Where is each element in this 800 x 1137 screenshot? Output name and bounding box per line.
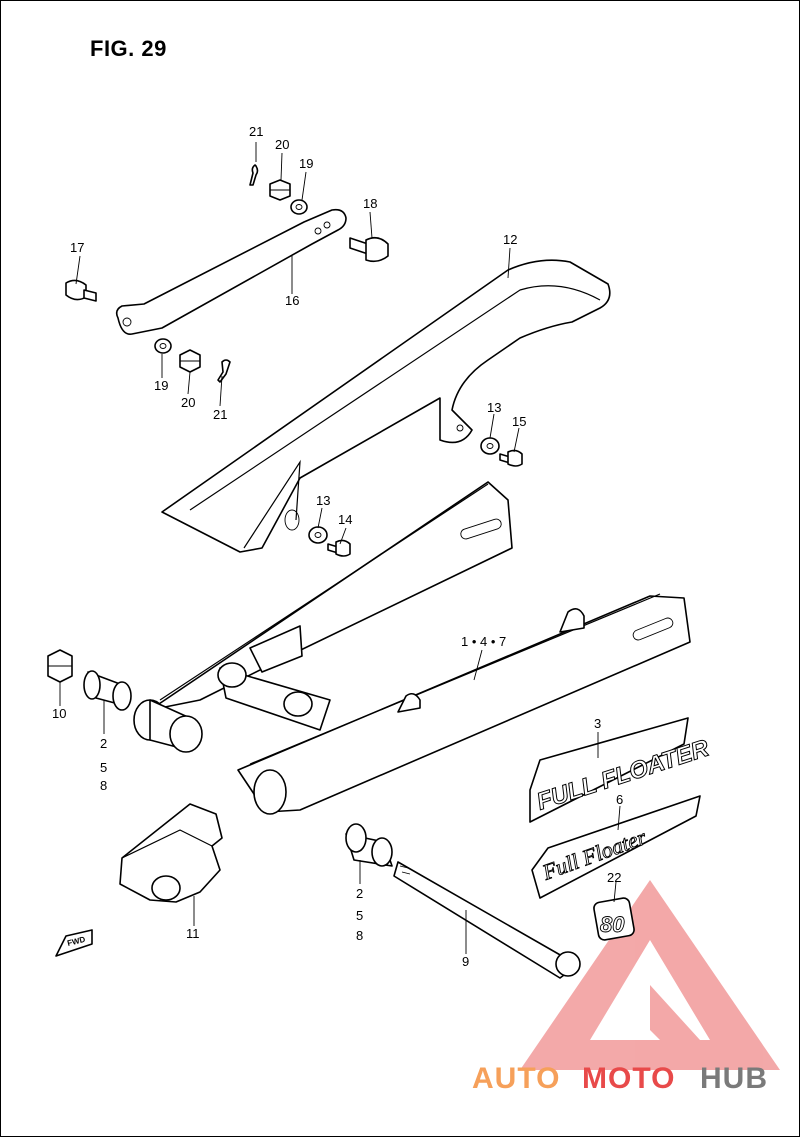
watermark-auto: AUTO <box>472 1062 560 1095</box>
watermark-logo <box>520 880 780 1070</box>
callout-8-lower: 8 <box>356 928 363 943</box>
screw-15 <box>499 449 523 467</box>
callout-6: 6 <box>616 792 623 807</box>
callout-19-top: 19 <box>299 156 313 171</box>
fwd-arrow-icon: FWD <box>55 929 93 957</box>
cotter-pin-lower <box>217 359 231 383</box>
bushing-left <box>83 670 132 711</box>
torque-rod <box>115 208 347 335</box>
callout-15: 15 <box>512 414 526 429</box>
figure-title: FIG. 29 <box>90 36 167 61</box>
nut-top <box>269 179 291 201</box>
swing-arm <box>133 481 691 815</box>
callout-2-left: 2 <box>100 736 107 751</box>
callout-12: 12 <box>503 232 517 247</box>
callout-20-top: 20 <box>275 137 289 152</box>
callout-3: 3 <box>594 716 601 731</box>
callout-22: 22 <box>607 870 621 885</box>
callout-20-lower: 20 <box>181 395 195 410</box>
callout-21-lower: 21 <box>213 407 227 422</box>
bolt-18 <box>349 236 389 263</box>
pivot-shaft <box>393 861 581 979</box>
washer-top <box>290 199 308 215</box>
badge-80: 80 <box>593 897 635 941</box>
chain-slider-11 <box>119 803 223 903</box>
callout-5-left: 5 <box>100 760 107 775</box>
callout-21-top: 21 <box>249 124 263 139</box>
callout-17: 17 <box>70 240 84 255</box>
bushing-lower <box>345 823 393 867</box>
cotter-pin-top <box>249 164 259 186</box>
nut-lower <box>179 349 201 373</box>
badge-80-text: 80 <box>600 912 625 937</box>
callout-8-left: 8 <box>100 778 107 793</box>
callout-2-lower: 2 <box>356 886 363 901</box>
callout-10: 10 <box>52 706 66 721</box>
callout-5-lower: 5 <box>356 908 363 923</box>
washer-lower <box>154 338 172 354</box>
screw-14 <box>327 539 351 557</box>
watermark-hub: HUB <box>700 1062 768 1095</box>
callout-13-lower: 13 <box>316 493 330 508</box>
washer-13-upper <box>480 437 500 455</box>
callout-18: 18 <box>363 196 377 211</box>
washer-13-lower <box>308 526 328 544</box>
nut-10 <box>47 649 73 683</box>
chain-guard <box>161 259 611 553</box>
callout-labels: 21 20 19 18 17 16 12 19 20 21 13 15 13 1… <box>52 124 623 969</box>
callout-9: 9 <box>462 954 469 969</box>
callout-19-lower: 19 <box>154 378 168 393</box>
leader-lines <box>59 142 621 954</box>
bolt-17 <box>65 279 97 302</box>
callout-16: 16 <box>285 293 299 308</box>
callout-11: 11 <box>186 926 200 941</box>
watermark-moto: MOTO <box>582 1062 675 1095</box>
watermark-text: AUTO MOTO HUB <box>472 1062 768 1095</box>
callout-1-4-7: 1 • 4 • 7 <box>461 634 506 649</box>
callout-14: 14 <box>338 512 352 527</box>
callout-13-upper: 13 <box>487 400 501 415</box>
fwd-label: FWD <box>66 935 86 948</box>
